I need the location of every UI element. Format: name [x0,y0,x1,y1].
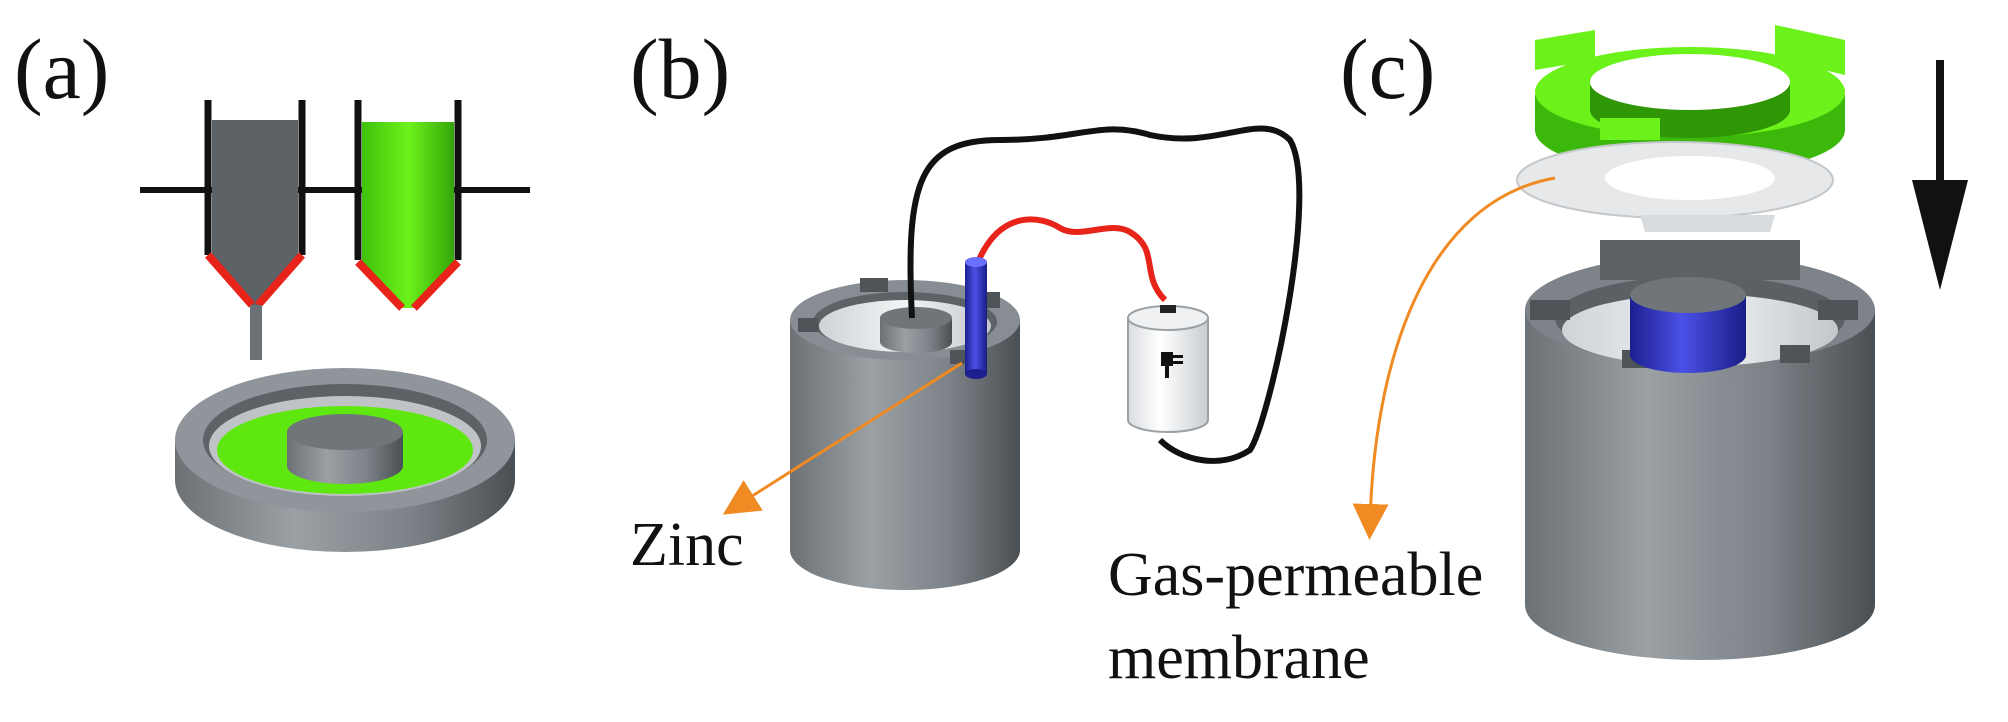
panel-a: (a) [14,21,530,552]
green-nozzle [354,100,462,311]
membrane-disc [1516,141,1834,232]
panel-c-label: (c) [1340,21,1435,117]
zinc-leader [722,361,963,515]
gray-nozzle [204,100,306,360]
zinc-label: Zinc [630,511,744,579]
black-wire [907,125,1303,464]
printing-dish [175,368,515,552]
zinc-rod [965,257,987,379]
down-arrow-icon [1912,60,1968,290]
red-wire [975,216,1168,303]
battery [1127,305,1209,433]
plug-icon [1161,352,1183,378]
membrane-label-line1: Gas-permeable [1108,541,1483,609]
panel-b-label: (b) [630,21,730,117]
membrane-label-line2: membrane [1108,624,1370,692]
cell-body-c [1525,240,1875,660]
panel-a-label: (a) [14,21,109,117]
cell-body-b [790,278,1020,590]
panel-c: (c) [1108,21,1968,692]
panel-b: (b) [630,21,1303,590]
membrane-leader [1352,176,1556,540]
